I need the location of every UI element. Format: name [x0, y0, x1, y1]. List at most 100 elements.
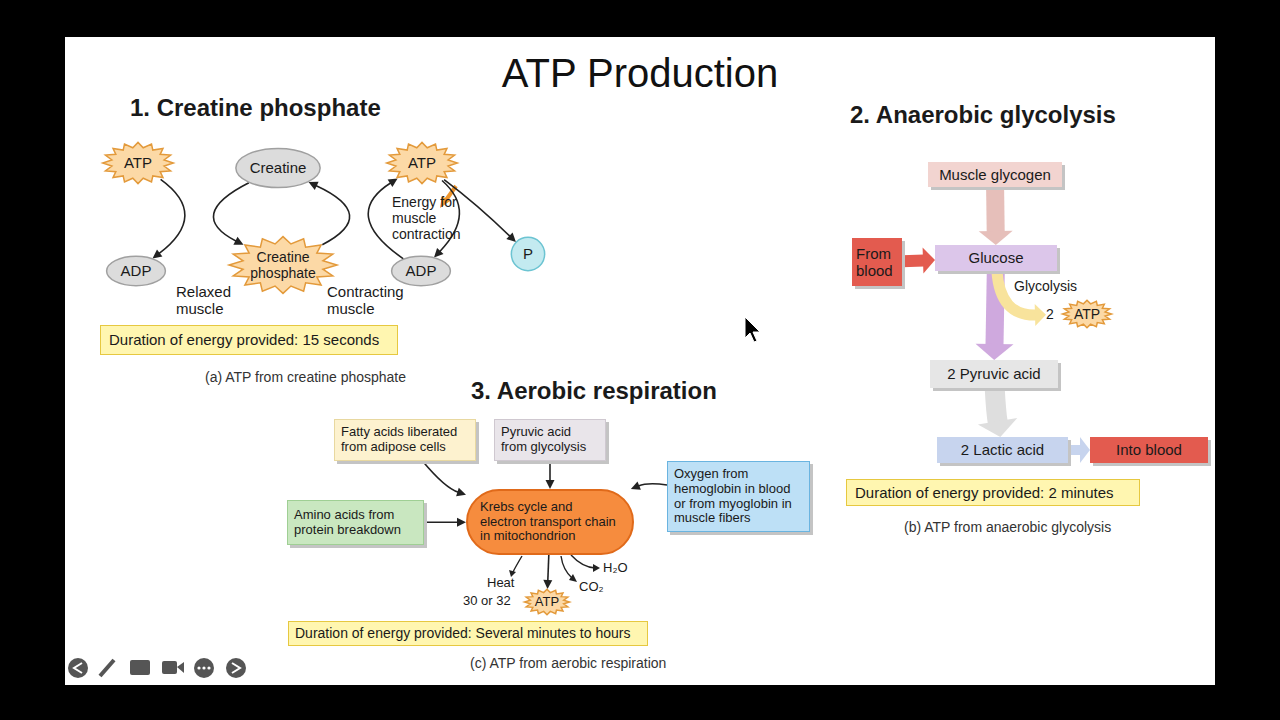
node-text: Pyruvic acid from glycolysis — [501, 425, 599, 455]
connector-line — [1068, 445, 1081, 455]
atp-starburst: ATP — [524, 589, 570, 615]
process-box: Muscle glycogen — [928, 162, 1062, 187]
state-label: Relaxed muscle — [176, 283, 238, 318]
node-text: Duration of energy provided: 2 minutes — [855, 484, 1113, 501]
toolbar-icon — [130, 660, 150, 675]
mouse-cursor — [745, 317, 760, 342]
slide-background — [65, 37, 1215, 685]
product-arrow — [571, 555, 595, 568]
product-arrow — [513, 556, 522, 572]
node-text: ATP — [124, 154, 152, 171]
toolbar-glyph — [74, 663, 82, 673]
duration-box: Duration of energy provided: 15 seconds — [100, 325, 398, 355]
node-text: 2 Lactic acid — [961, 441, 1044, 458]
node-text: Creatine phosphate — [242, 249, 324, 281]
toolbar-glyph — [202, 666, 205, 669]
panel-caption: (a) ATP from creatine phosphate — [205, 369, 406, 385]
phosphate-circle: P — [511, 237, 545, 271]
node-text: ATP — [535, 595, 559, 610]
arrow-head — [153, 250, 163, 259]
product-label: CO₂ — [579, 580, 604, 595]
mitochondrion-shape: Krebs cycle and electron transport chain… — [466, 489, 634, 555]
process-label: Glycolysis — [1014, 278, 1077, 294]
panel-heading: 2. Anaerobic glycolysis — [850, 101, 1116, 129]
connector-line — [213, 183, 248, 242]
toolbar-glyph — [232, 663, 240, 673]
connector — [543, 555, 552, 589]
connector — [631, 481, 667, 489]
panel-caption: (c) ATP from aerobic respiration — [470, 655, 666, 671]
product-arrow-head — [569, 574, 577, 582]
connector — [213, 183, 248, 245]
node-text: Krebs cycle and electron transport chain… — [480, 500, 620, 545]
process-box: Glucose — [935, 245, 1057, 271]
molecule-ellipse: Creatine — [235, 148, 321, 188]
slide-title: ATP Production — [0, 50, 1280, 96]
connector-line — [638, 484, 667, 486]
connector — [902, 248, 935, 274]
atp-starburst: ATP — [386, 142, 458, 184]
connector-line — [986, 187, 1005, 232]
source-box: From blood — [852, 238, 902, 286]
connector — [434, 181, 459, 258]
process-box: 2 Lactic acid — [937, 437, 1068, 463]
state-label: Contracting muscle — [327, 283, 417, 318]
node-text: Duration of energy provided: 15 seconds — [109, 331, 379, 348]
node-text: 2 Pyruvic acid — [947, 365, 1040, 382]
molecule-ellipse: ADP — [391, 256, 451, 286]
product-label: Heat — [487, 576, 514, 591]
connector — [1068, 437, 1090, 463]
node-text: Into blood — [1116, 441, 1182, 458]
duration-box: Duration of energy provided: Several min… — [288, 621, 648, 646]
ellipse-outline — [511, 237, 544, 270]
toolbar-icon — [177, 662, 184, 673]
panel-heading: 1. Creatine phosphate — [130, 94, 381, 122]
connector-line — [995, 388, 998, 422]
node-text: ADP — [121, 262, 152, 279]
node-text: ATP — [408, 154, 436, 171]
connector-line — [159, 179, 185, 253]
connector — [153, 179, 185, 258]
product-arrow-head — [593, 564, 600, 572]
arrow-head — [976, 344, 1014, 360]
arrow-head — [388, 179, 398, 188]
input-box: Oxygen from hemoglobin in blood or from … — [667, 461, 810, 532]
arrow-head — [457, 518, 466, 527]
toolbar-icon — [162, 661, 177, 674]
arrow-head — [979, 231, 1013, 245]
ellipse-outline — [392, 256, 451, 285]
node-text: Oxygen from hemoglobin in blood or from … — [674, 467, 803, 527]
arrow-head — [978, 418, 1017, 437]
product-label: H₂O — [603, 561, 628, 576]
input-box: Amino acids from protein breakdown — [287, 500, 424, 545]
connector-line — [548, 555, 549, 581]
arrow-head — [631, 481, 641, 489]
toolbar-icon — [194, 658, 214, 678]
panel-heading: 3. Aerobic respiration — [471, 377, 717, 405]
connector-line — [902, 254, 924, 267]
node-text: Creatine — [250, 159, 307, 176]
duration-box: Duration of energy provided: 2 minutes — [846, 479, 1140, 506]
arrow-head — [923, 248, 935, 274]
connector-line — [316, 185, 350, 244]
arrow-head — [546, 480, 555, 489]
input-box: Pyruvic acid from glycolysis — [494, 419, 606, 461]
toolbar-glyph — [207, 666, 210, 669]
toolbar-icon — [68, 658, 88, 678]
node-text: 2 — [1046, 306, 1054, 322]
node-text: P — [523, 245, 533, 262]
ellipse-outline — [236, 148, 320, 187]
connector — [978, 388, 1017, 437]
toolbar-icon — [226, 658, 246, 678]
process-box: 2 Pyruvic acid — [930, 360, 1058, 388]
arrow-head — [543, 580, 552, 589]
connector — [424, 518, 466, 527]
starburst-outline — [524, 589, 569, 614]
input-box: Fatty acids liberated from adipose cells — [334, 419, 476, 461]
connector-line — [549, 461, 551, 481]
process-note: Energy for muscle contraction — [392, 194, 464, 242]
atp-starburst: ATP — [102, 142, 174, 184]
connector — [423, 461, 467, 496]
node-text: Muscle glycogen — [939, 166, 1051, 183]
